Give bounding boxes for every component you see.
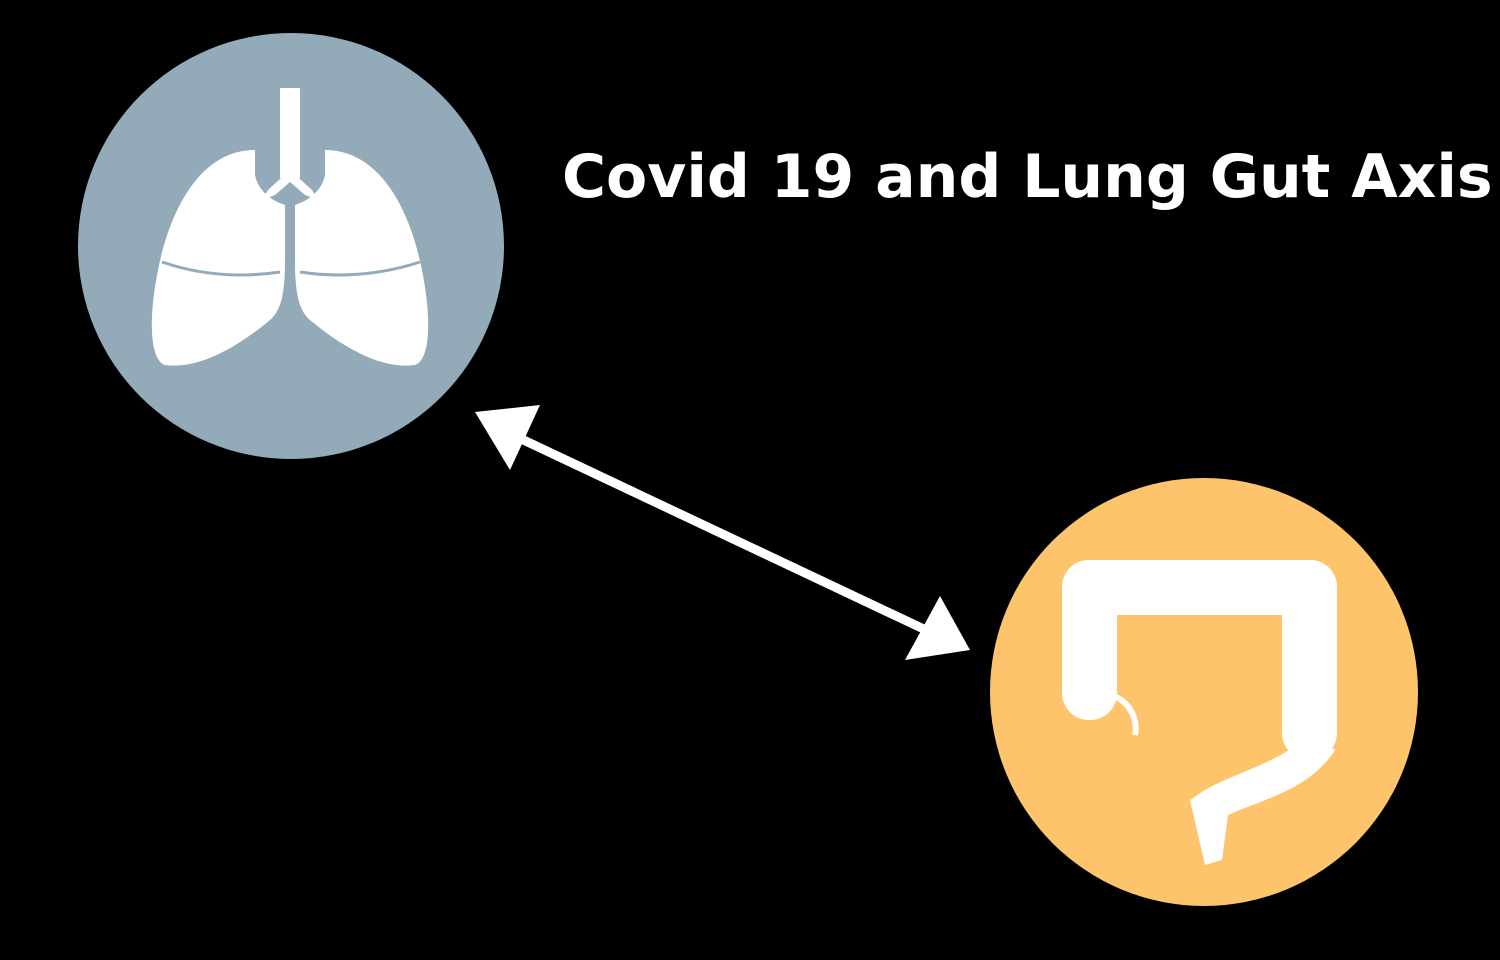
lungs-icon bbox=[151, 88, 429, 366]
bidirectional-arrow bbox=[475, 405, 970, 660]
intestine-icon bbox=[1062, 560, 1337, 865]
page-title: Covid 19 and Lung Gut Axis bbox=[562, 142, 1493, 212]
